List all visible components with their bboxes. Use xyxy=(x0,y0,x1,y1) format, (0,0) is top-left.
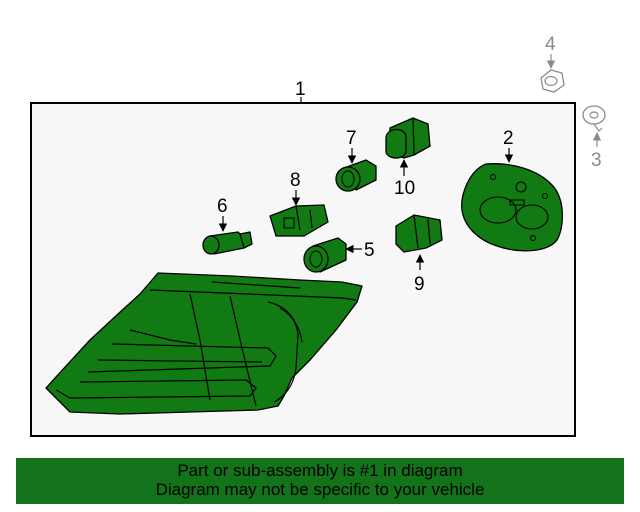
callout-5[interactable]: 5 xyxy=(364,240,375,261)
callout-2[interactable]: 2 xyxy=(503,128,514,149)
clip-nut-part-4[interactable] xyxy=(540,69,565,93)
bulb-part-7[interactable] xyxy=(335,159,377,192)
notice-banner: Part or sub-assembly is #1 in diagram Di… xyxy=(16,458,624,504)
callout-1[interactable]: 1 xyxy=(295,79,306,100)
socket-part-9[interactable] xyxy=(395,214,443,253)
callout-10[interactable]: 10 xyxy=(394,178,415,199)
banner-line-1: Part or sub-assembly is #1 in diagram xyxy=(177,461,463,480)
callout-6[interactable]: 6 xyxy=(217,196,228,217)
callout-9[interactable]: 9 xyxy=(414,274,425,295)
socket-part-8[interactable] xyxy=(269,204,329,237)
banner-line-2: Diagram may not be specific to your vehi… xyxy=(155,480,485,499)
callout-4[interactable]: 4 xyxy=(545,34,556,55)
bulb-part-5[interactable] xyxy=(303,237,347,273)
bulb-part-6[interactable] xyxy=(202,231,253,255)
tail-lamp-assembly-part-1[interactable] xyxy=(45,272,363,415)
gasket-part-2[interactable] xyxy=(461,163,564,252)
screw-part-3[interactable] xyxy=(582,105,606,132)
callout-3[interactable]: 3 xyxy=(591,150,602,171)
callout-8[interactable]: 8 xyxy=(290,170,301,191)
callout-7[interactable]: 7 xyxy=(346,128,357,149)
socket-part-10[interactable] xyxy=(385,117,431,159)
